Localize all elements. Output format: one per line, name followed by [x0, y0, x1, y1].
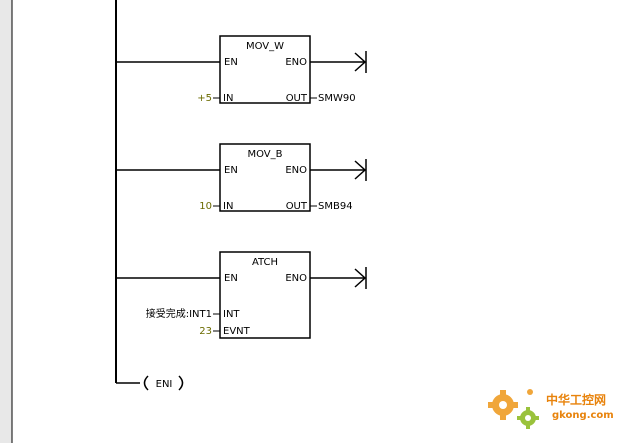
eno-pin-label: ENO: [285, 273, 307, 284]
evnt-pin-label: EVNT: [223, 326, 251, 337]
en-pin-label: EN: [224, 165, 238, 176]
int-value[interactable]: 接受完成:INT1: [146, 307, 212, 320]
gear-dot-icon: [527, 389, 533, 395]
block-box: [219, 143, 311, 212]
block-box: [219, 35, 311, 104]
block-title: MOV_W: [246, 41, 284, 52]
out-value[interactable]: SMW90: [318, 93, 356, 104]
out-pin-label: OUT: [286, 93, 308, 104]
coil-right-paren: [178, 375, 184, 391]
mov-b-block[interactable]: MOV_B EN ENO 10 IN OUT SMB94: [116, 143, 367, 212]
output-arrow-icon: [354, 52, 367, 72]
gear-large-icon: [488, 390, 518, 420]
coil-left-paren: [143, 375, 149, 391]
out-value[interactable]: SMB94: [318, 201, 353, 212]
watermark-brand: 中华工控网: [546, 392, 606, 407]
in-value[interactable]: 10: [199, 201, 212, 212]
output-arrow-icon: [354, 268, 367, 288]
eni-coil[interactable]: ENI: [116, 375, 184, 391]
watermark-url: gkong.com: [552, 410, 614, 421]
evnt-value[interactable]: 23: [199, 326, 212, 337]
eno-pin-label: ENO: [285, 165, 307, 176]
coil-label: ENI: [156, 379, 173, 390]
out-pin-label: OUT: [286, 201, 308, 212]
output-arrow-icon: [354, 160, 367, 180]
block-title: ATCH: [252, 257, 278, 268]
en-pin-label: EN: [224, 57, 238, 68]
in-value[interactable]: +5: [197, 93, 212, 104]
left-margin: [0, 0, 12, 443]
in-pin-label: IN: [223, 93, 233, 104]
en-pin-label: EN: [224, 273, 238, 284]
gear-small-icon: [517, 407, 539, 429]
in-pin-label: IN: [223, 201, 233, 212]
watermark: 中华工控网 gkong.com: [478, 378, 625, 443]
block-box: [219, 251, 311, 339]
eno-pin-label: ENO: [285, 57, 307, 68]
atch-block[interactable]: ATCH EN ENO 接受完成:INT1 INT 23 EVNT: [116, 251, 367, 339]
int-pin-label: INT: [223, 309, 240, 320]
mov-w-block[interactable]: MOV_W EN ENO +5 IN OUT SMW90: [116, 35, 367, 104]
block-title: MOV_B: [247, 149, 282, 160]
